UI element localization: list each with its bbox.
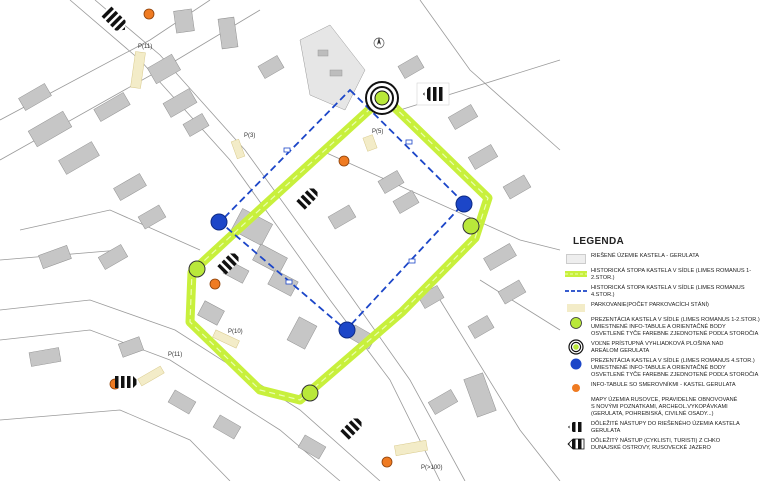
arrow-stripes-icon [115,376,139,388]
info-point [381,456,393,468]
legend-item-label: Historická stopa kastela v sídle (limes … [591,285,745,298]
legend-item: Historická stopa kastela v sídle (limes … [565,268,765,282]
green-circle-icon [565,317,587,329]
excavation-area [299,24,366,111]
parking-area-icon [565,302,587,314]
green-point [301,384,319,402]
blue-circle-icon [565,358,587,370]
legend-item: Prezentácia kastela v sídle (limes roman… [565,317,765,338]
legend-item-label: Prezentácia kastela v sídle (limes roman… [591,358,759,378]
arrow-stripes-icon [217,253,239,275]
parking-label: P(>100) [421,465,443,471]
arrow-stripes-icon [565,421,587,433]
blue-dashed-line-icon [565,285,587,297]
info-point [338,155,350,167]
legend: LEGENDA Riešené územie kastela - Gerulat… [565,236,765,455]
arrow-stripes-icon [416,82,450,106]
legend-title: LEGENDA [573,236,624,247]
orange-circle-icon [565,382,587,394]
legend-item: Parkovanie(počet parkovacích stání) [565,302,765,314]
parking-label: P(11) [138,44,152,50]
arrow-stripes-icon [340,418,362,440]
arrow-stripes-icon [296,188,318,210]
entrance-arrows [100,5,450,440]
legend-item: Historická stopa kastela v sídle (limes … [565,285,765,299]
parking-label: P(10) [228,329,243,335]
legend-item-label: Info-tabule so smerovníkmi - kastel Geru… [591,382,736,388]
legend-item-label: Parkovanie(počet parkovacích stání) [591,302,709,308]
green-point [188,260,206,278]
north-arrow-icon [373,37,385,49]
info-point [143,8,155,20]
legend-item-label: Historická stopa kastela v sídle (limes … [591,268,752,281]
legend-item-label: Dôležité nástupy do riešeného územia kas… [591,421,740,434]
viewpoint-marker [365,81,399,115]
road-lines [0,0,561,481]
legend-item-label: Voľne prístupná vyhliadková plošina nad … [591,341,724,354]
legend-item: Prezentácia kastela v sídle (limes roman… [565,358,765,379]
legend-item: Dôležitý nástup (cyklisti, turisti) z CH… [565,438,765,452]
legend-item: Voľne prístupná vyhliadková plošina nad … [565,339,765,355]
legend-item: Info-tabule so smerovníkmi - kastel Geru… [565,382,765,394]
green-dashed-band-icon [565,268,587,280]
legend-item: Dôležité nástupy do riešeného územia kas… [565,421,765,435]
legend-item: Riešené územie kastela - Gerulata [565,253,765,265]
buildings [18,8,532,460]
parking-label: P(5) [372,129,383,135]
blue-point [210,213,228,231]
parking-labels: P(11) P(3) P(5) P(10) P(11) P(>100) [138,44,443,471]
legend-item: Mapy územia Rusovce, pravidelne obnovova… [565,397,765,418]
arrow-stripes-icon [100,5,126,31]
info-point [209,278,221,290]
legend-item-label: Mapy územia Rusovce, pravidelne obnovova… [591,397,738,417]
blue-points [210,195,473,339]
blue-point [338,321,356,339]
gray-area-icon [565,253,587,265]
parking-label: P(11) [168,352,182,358]
legend-item-label: Riešené územie kastela - Gerulata [591,253,699,259]
green-point [462,217,480,235]
legend-item-label: Prezentácia kastela v sídle (limes roman… [591,317,760,337]
blue-point [455,195,473,213]
viewpoint-circle-icon [565,339,587,355]
parking-label: P(3) [244,133,255,139]
green-points [188,217,480,402]
legend-item-label: Dôležitý nástup (cyklisti, turisti) z CH… [591,438,721,451]
arrow-stripes-outline-icon [565,438,587,450]
parking-areas [130,51,428,456]
